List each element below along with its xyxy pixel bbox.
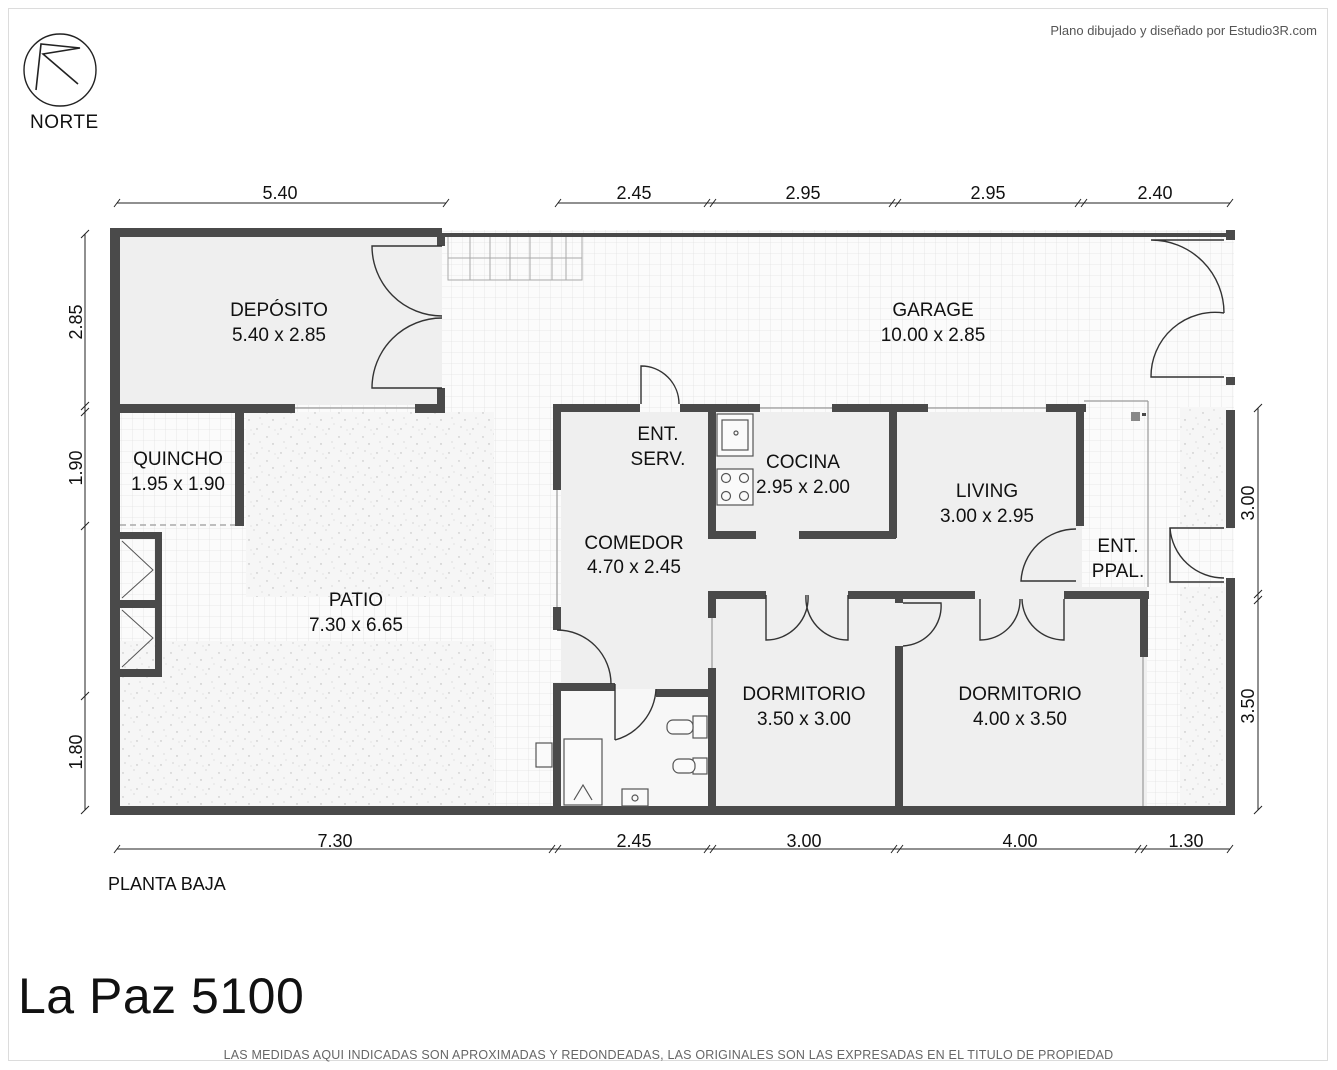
walls — [110, 228, 1235, 815]
utility-sink-icon — [535, 742, 553, 768]
room-name-quincho: QUINCHO — [133, 449, 223, 470]
room-name-living: LIVING — [956, 481, 1018, 502]
dim-left-1: 2.85 — [66, 304, 86, 339]
washbasin-icon — [621, 788, 649, 807]
room-size-patio: 7.30 x 6.65 — [309, 615, 403, 636]
deposito-floor — [120, 236, 442, 405]
room-name-ent-ppal: ENT. — [1097, 536, 1138, 557]
room-size-dormitorio-1: 3.50 x 3.00 — [757, 709, 851, 730]
room-name-dormitorio-1: DORMITORIO — [742, 684, 865, 705]
room-size-living: 3.00 x 2.95 — [940, 506, 1034, 527]
dim-top-4: 2.95 — [970, 183, 1005, 203]
room-size-comedor: 4.70 x 2.45 — [587, 557, 681, 578]
dim-left-2: 1.90 — [66, 450, 86, 485]
room-name-ent-serv: ENT. — [637, 424, 678, 445]
sheet-frame — [8, 8, 1328, 1061]
dim-bottom-4: 4.00 — [1002, 831, 1037, 851]
disclaimer-text: LAS MEDIDAS AQUI INDICADAS SON APROXIMAD… — [223, 1048, 1114, 1062]
dim-right-2: 3.50 — [1238, 688, 1258, 723]
dim-bottom-1: 7.30 — [317, 831, 352, 851]
credit-text: Plano dibujado y diseñado por Estudio3R.… — [1050, 23, 1317, 38]
room-size-dormitorio-2: 4.00 x 3.50 — [973, 709, 1067, 730]
north-compass-icon — [22, 32, 98, 108]
room-name-garage: GARAGE — [892, 300, 973, 321]
room-size-deposito: 5.40 x 2.85 — [232, 325, 326, 346]
room-name-cocina: COCINA — [766, 452, 840, 473]
dim-top-2: 2.45 — [616, 183, 651, 203]
dim-bottom-2: 2.45 — [616, 831, 651, 851]
door-swings — [371, 239, 1225, 741]
dim-top-5: 2.40 — [1137, 183, 1172, 203]
room-name-dormitorio-2: DORMITORIO — [958, 684, 1081, 705]
patio-garden-area — [120, 641, 494, 806]
side-garden-area — [1180, 587, 1226, 807]
shower-icon — [563, 738, 603, 806]
ent-ppal-floor — [1082, 402, 1148, 587]
room-size-cocina: 2.95 x 2.00 — [756, 477, 850, 498]
dim-left-3: 1.80 — [66, 734, 86, 769]
patio-garden-area — [246, 412, 494, 597]
stair-icon — [447, 235, 583, 281]
room-size-quincho: 1.95 x 1.90 — [131, 474, 225, 495]
meter-box-icon — [1131, 412, 1140, 421]
kitchen-sink-icon — [716, 413, 754, 457]
room-name-ent-serv-2: SERV. — [631, 449, 686, 470]
dim-top-1: 5.40 — [262, 183, 297, 203]
level-label: PLANTA BAJA — [108, 874, 226, 894]
side-garden-area — [1180, 407, 1226, 527]
room-name-patio: PATIO — [329, 590, 383, 611]
room-name-comedor: COMEDOR — [584, 533, 683, 554]
dim-right-1: 3.00 — [1238, 485, 1258, 520]
north-label: NORTE — [30, 112, 99, 133]
dimension-lines — [80, 198, 1263, 854]
toilet-icon — [666, 715, 708, 739]
room-name-ent-ppal-2: PPAL. — [1092, 561, 1144, 582]
room-size-garage: 10.00 x 2.85 — [881, 325, 986, 346]
dim-top-3: 2.95 — [785, 183, 820, 203]
bidet-icon — [672, 757, 708, 775]
address-title: La Paz 5100 — [18, 968, 305, 1024]
dim-bottom-3: 3.00 — [786, 831, 821, 851]
room-name-deposito: DEPÓSITO — [230, 299, 328, 321]
stove-icon — [716, 468, 754, 506]
dim-bottom-5: 1.30 — [1168, 831, 1203, 851]
